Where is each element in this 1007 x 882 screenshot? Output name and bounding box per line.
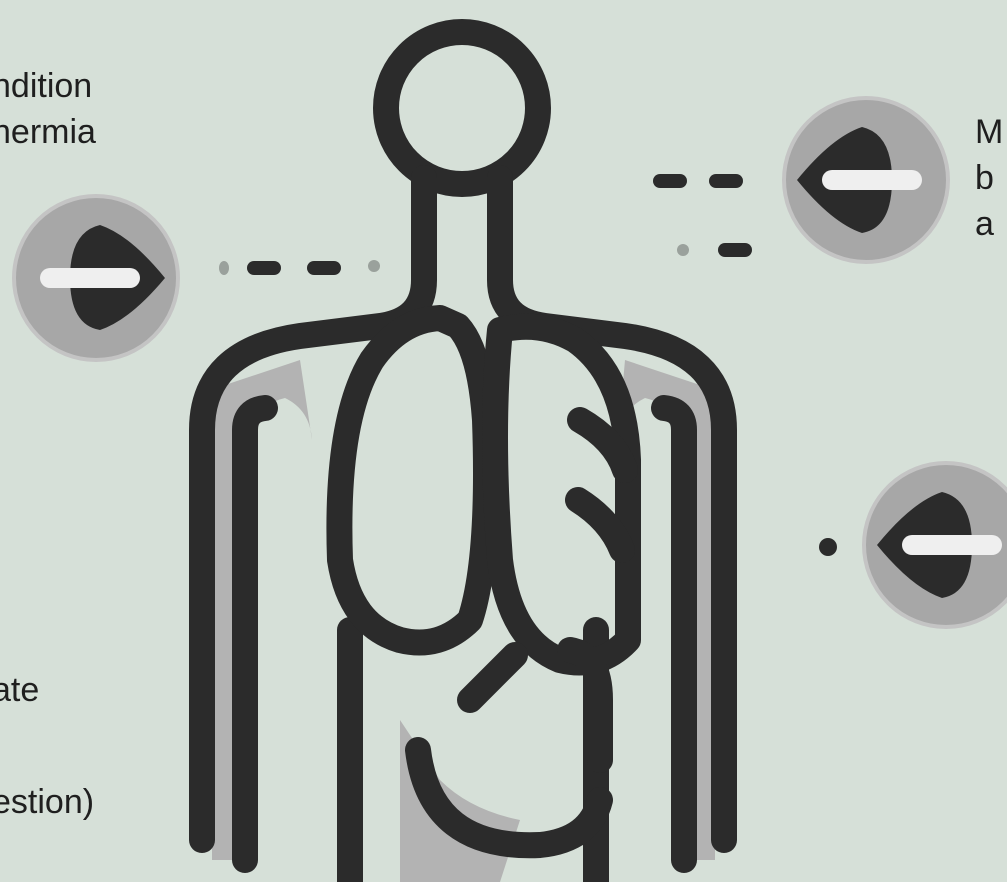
arrow-left-badge-top-icon xyxy=(784,98,948,262)
arrow-right-badge-icon xyxy=(14,196,178,360)
label-top-left-line-2: hermia xyxy=(0,110,96,154)
connector-dot-right-bottom xyxy=(819,538,837,556)
arrow-left-badge-bottom-icon xyxy=(864,463,1007,627)
label-top-right-line-2: b xyxy=(975,156,994,200)
label-top-right-line-3: a xyxy=(975,202,994,246)
label-top-right-line-1: M xyxy=(975,110,1003,154)
label-top-left-line-1: ndition xyxy=(0,64,92,108)
label-bottom-left-line-2: estion) xyxy=(0,780,94,824)
label-bottom-left-line-1: ate xyxy=(0,668,39,712)
